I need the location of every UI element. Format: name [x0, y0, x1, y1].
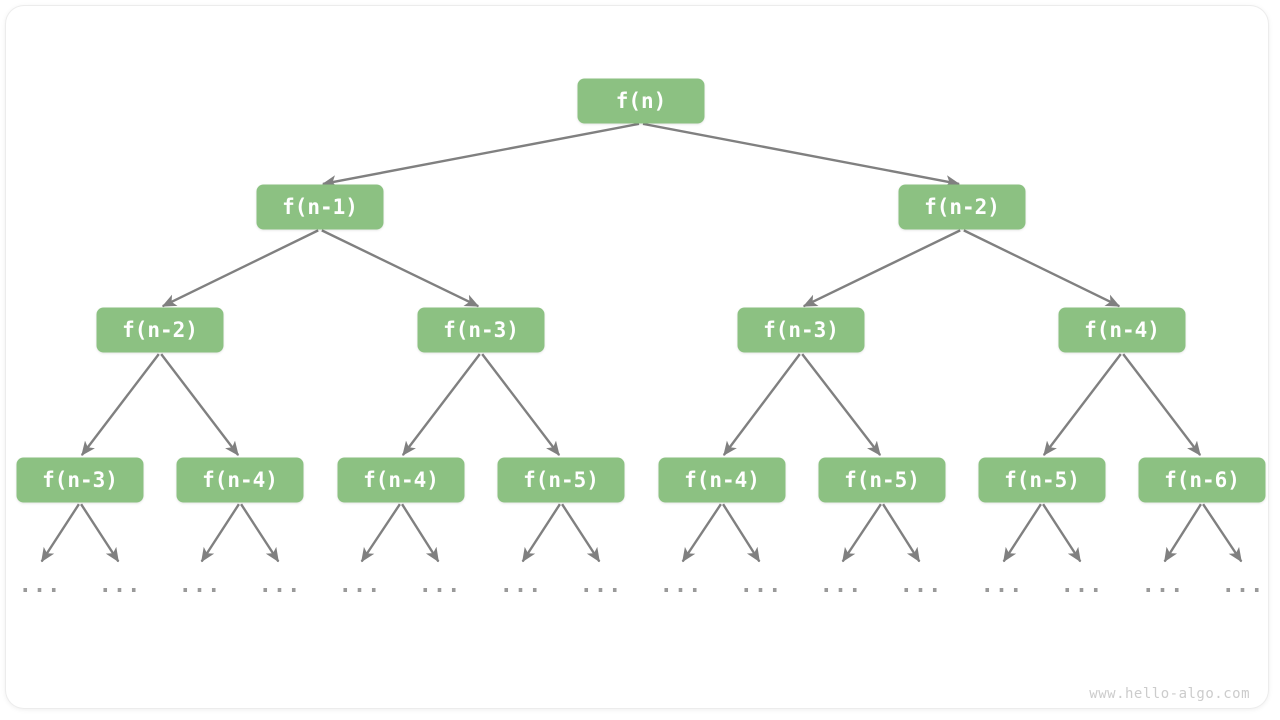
tree-edge	[321, 229, 480, 308]
tree-leaf-edge	[722, 503, 761, 563]
tree-node[interactable]: f(n-6)	[1138, 457, 1266, 503]
tree-leaf-edge	[1163, 503, 1202, 563]
tree-edge	[1122, 353, 1202, 456]
tree-node-box	[16, 457, 144, 503]
tree-node-label: f(n)	[616, 89, 667, 113]
tree-node-label: f(n-2)	[122, 318, 198, 342]
tree-node-label: f(n-6)	[1164, 468, 1240, 492]
tree-node-label: f(n-4)	[1084, 318, 1160, 342]
tree-node-box	[818, 457, 946, 503]
tree-node[interactable]: f(n-5)	[818, 457, 946, 503]
tree-node-label: f(n-3)	[42, 468, 118, 492]
tree-edge	[802, 229, 961, 308]
tree-node-box	[417, 307, 545, 353]
tree-node-label: f(n-4)	[363, 468, 439, 492]
tree-leaf-edge	[521, 503, 561, 563]
tree-node[interactable]: f(n)	[577, 78, 705, 124]
tree-edge	[1042, 353, 1122, 456]
tree-node[interactable]: f(n-4)	[658, 457, 786, 503]
tree-node-box	[1138, 457, 1266, 503]
tree-node-label: f(n-5)	[523, 468, 599, 492]
ellipsis-marker: ...	[19, 573, 62, 598]
ellipsis-marker: ...	[660, 573, 703, 598]
tree-leaf-edge	[80, 503, 120, 563]
tree-node-box	[658, 457, 786, 503]
tree-node[interactable]: f(n-3)	[417, 307, 545, 353]
tree-node[interactable]: f(n-2)	[96, 307, 224, 353]
tree-node-label: f(n-3)	[443, 318, 519, 342]
ellipsis-marker: ...	[419, 573, 462, 598]
tree-leaf-edge	[40, 503, 80, 563]
ellipsis-marker: ...	[740, 573, 783, 598]
ellipsis-marker: ...	[900, 573, 943, 598]
tree-leaf-edge	[200, 503, 240, 563]
tree-edge	[722, 353, 801, 456]
tree-node-box	[256, 184, 384, 230]
tree-leaf-edge	[1202, 503, 1243, 563]
ellipsis-marker: ...	[981, 573, 1024, 598]
tree-edge	[401, 353, 481, 456]
tree-node[interactable]: f(n-3)	[737, 307, 865, 353]
tree-node[interactable]: f(n-1)	[256, 184, 384, 230]
tree-node-label: f(n-4)	[684, 468, 760, 492]
tree-edge	[481, 353, 561, 456]
tree-node-box	[978, 457, 1106, 503]
watermark-text: www.hello-algo.com	[1089, 686, 1250, 702]
ellipsis-marker: ...	[580, 573, 623, 598]
tree-node-box	[497, 457, 625, 503]
tree-edge	[161, 229, 319, 308]
tree-edge	[801, 353, 882, 456]
ellipsis-layer: ........................................…	[19, 573, 1265, 598]
tree-node[interactable]: f(n-2)	[898, 184, 1026, 230]
nodes-layer: f(n) f(n-1) f(n-2) f(n-2) f(n-3) f(n-3) f(n-4)…	[16, 78, 1266, 503]
tree-edge	[80, 353, 160, 456]
tree-node-box	[577, 78, 705, 124]
ellipsis-marker: ...	[339, 573, 382, 598]
ellipsis-marker: ...	[500, 573, 543, 598]
ellipsis-marker: ...	[179, 573, 222, 598]
tree-leaf-edge	[882, 503, 921, 563]
tree-node-label: f(n-3)	[763, 318, 839, 342]
edges-layer	[80, 122, 1202, 456]
tree-leaf-edge	[401, 503, 440, 563]
tree-edge	[642, 122, 960, 188]
tree-edge	[160, 353, 240, 456]
tree-node-label: f(n-4)	[202, 468, 278, 492]
tree-node-box	[176, 457, 304, 503]
tree-node[interactable]: f(n-4)	[337, 457, 465, 503]
ellipsis-marker: ...	[1061, 573, 1104, 598]
tree-leaf-edge	[360, 503, 401, 563]
tree-leaf-edge	[561, 503, 601, 563]
leaf-edges-layer	[40, 503, 1243, 563]
tree-node-box	[96, 307, 224, 353]
tree-leaf-edge	[681, 503, 722, 563]
tree-leaf-edge	[841, 503, 882, 563]
tree-node-box	[337, 457, 465, 503]
tree-leaf-edge	[1002, 503, 1042, 563]
tree-node-label: f(n-5)	[844, 468, 920, 492]
tree-node-label: f(n-2)	[924, 195, 1000, 219]
tree-leaf-edge	[1042, 503, 1082, 563]
tree-node-box	[1058, 307, 1186, 353]
tree-node-label: f(n-1)	[282, 195, 358, 219]
tree-node[interactable]: f(n-3)	[16, 457, 144, 503]
tree-edge	[322, 122, 640, 188]
ellipsis-marker: ...	[99, 573, 142, 598]
tree-node[interactable]: f(n-4)	[1058, 307, 1186, 353]
tree-node-label: f(n-5)	[1004, 468, 1080, 492]
ellipsis-marker: ...	[1142, 573, 1185, 598]
tree-node-box	[737, 307, 865, 353]
tree-node[interactable]: f(n-4)	[176, 457, 304, 503]
tree-node[interactable]: f(n-5)	[497, 457, 625, 503]
tree-leaf-edge	[240, 503, 280, 563]
tree-edge	[963, 229, 1121, 308]
ellipsis-marker: ...	[1222, 573, 1265, 598]
ellipsis-marker: ...	[820, 573, 863, 598]
tree-node[interactable]: f(n-5)	[978, 457, 1106, 503]
ellipsis-marker: ...	[259, 573, 302, 598]
tree-node-box	[898, 184, 1026, 230]
